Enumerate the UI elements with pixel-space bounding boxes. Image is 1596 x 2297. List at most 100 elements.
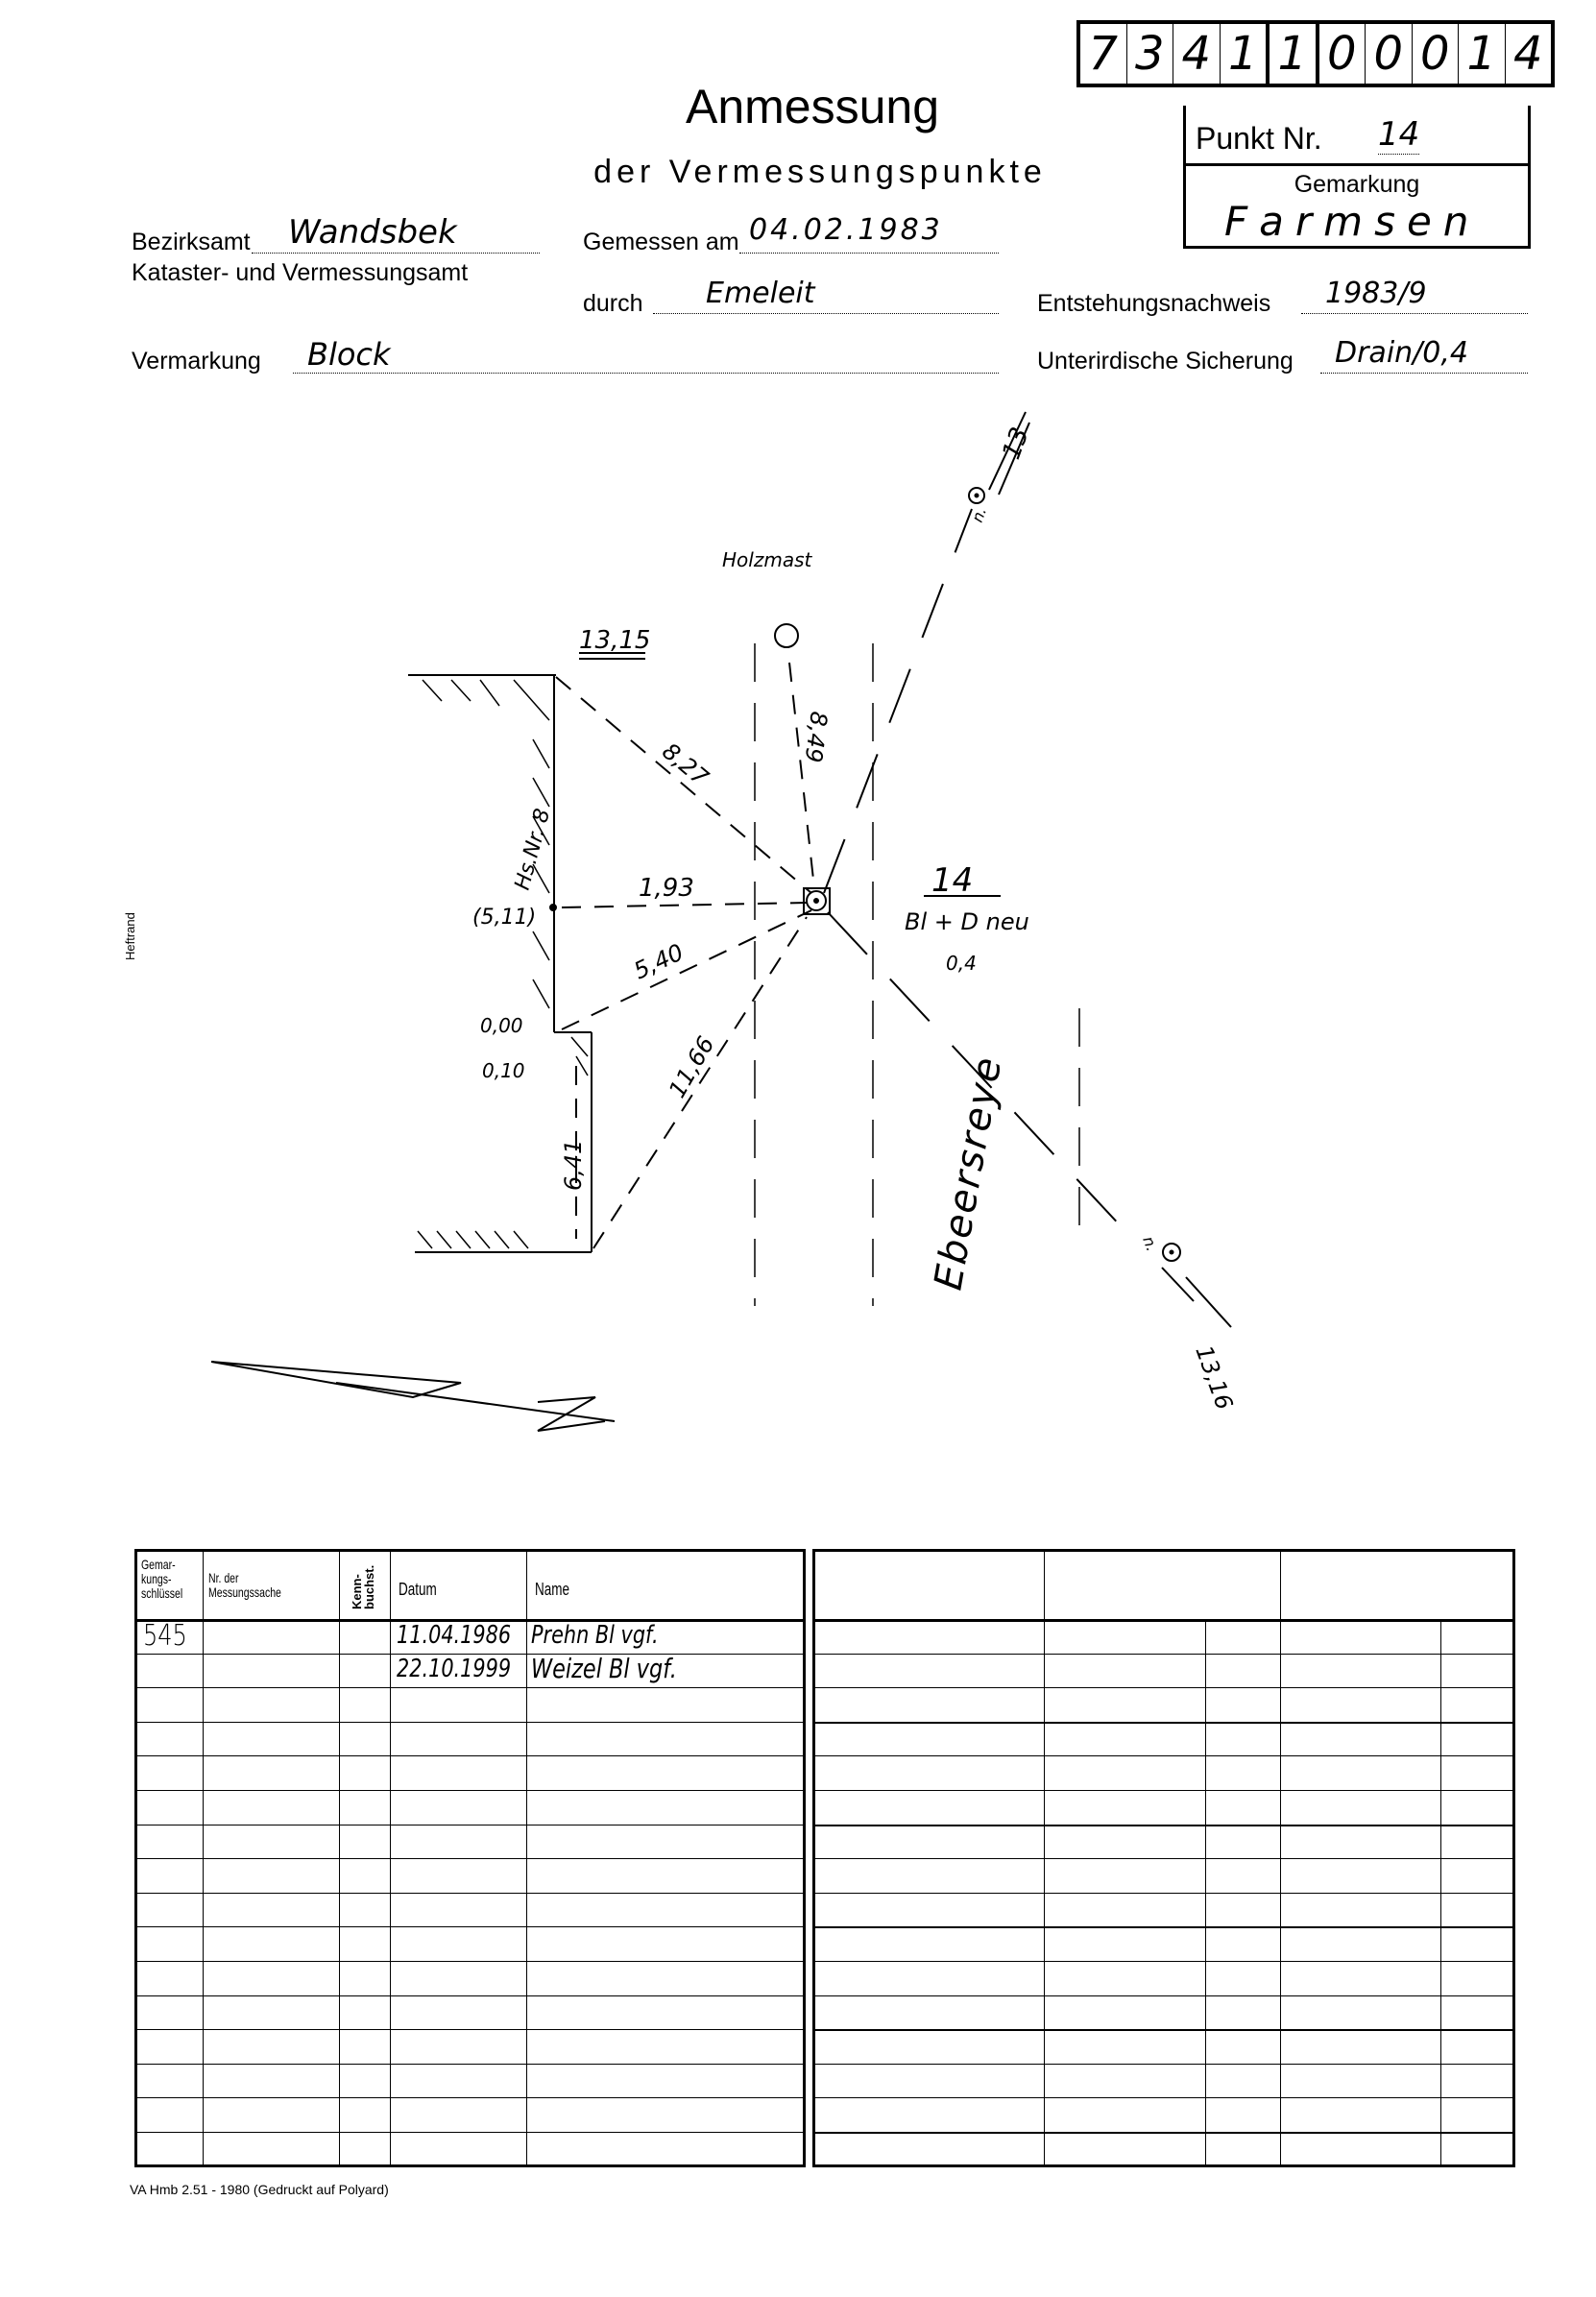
header-nr: Nr. der Messungssache <box>208 1570 281 1600</box>
measure: 8,27 <box>657 737 713 791</box>
point-depth: 0,4 <box>946 952 977 975</box>
row-divider <box>815 1755 1512 1757</box>
row-divider <box>815 2029 1512 2032</box>
row-divider <box>137 1926 803 1928</box>
measure: 1,93 <box>639 874 694 903</box>
row-divider <box>137 2029 803 2031</box>
street-lines <box>754 643 1080 1306</box>
row-divider <box>137 2097 803 2099</box>
north-arrow-icon <box>210 1361 616 1432</box>
header-name: Name <box>535 1580 570 1599</box>
punkt-label: Punkt Nr. <box>1196 121 1322 156</box>
cell-datum: 11.04.1986 <box>397 1621 512 1650</box>
digit: 3 <box>1125 24 1173 84</box>
point-13-marker-icon <box>968 487 985 504</box>
cell-name: Weizel Bl vgf. <box>531 1653 677 1684</box>
house-number-label: Hs.Nr. 8 <box>511 807 556 893</box>
measure: (5,11) <box>472 906 536 930</box>
street-name: Ebeersreye <box>927 1052 1011 1294</box>
row-divider <box>137 1653 803 1655</box>
digit: 0 <box>1315 24 1366 84</box>
cell-schluessel: 545 <box>143 1619 187 1653</box>
note: n. <box>1139 1234 1161 1254</box>
point-number: 14 <box>931 861 973 900</box>
entstehung-label: Entstehungsnachweis <box>1037 290 1271 317</box>
punkt-value: 14 <box>1378 115 1420 155</box>
vermarkung-label: Vermarkung <box>132 348 261 375</box>
digit: 1 <box>1219 24 1267 84</box>
row-divider <box>815 2097 1512 2099</box>
point-13-label: 13 <box>997 423 1035 463</box>
measure: 0,00 <box>480 1014 523 1037</box>
point-1316-label: 13,16 <box>1190 1342 1238 1413</box>
measure: 6,41 <box>560 1140 587 1191</box>
kataster-label: Kataster- und Vermessungsamt <box>132 259 469 286</box>
measure: 5,40 <box>630 938 688 984</box>
row-divider <box>815 1926 1512 1929</box>
form-footer: VA Hmb 2.51 - 1980 (Gedruckt auf Polyard… <box>130 2182 389 2197</box>
row-divider <box>137 1687 803 1689</box>
page-title: Anmessung <box>685 80 940 133</box>
point-1316-marker-icon <box>1162 1243 1181 1262</box>
digit: 0 <box>1411 24 1459 84</box>
building-wall <box>408 674 592 1253</box>
row-divider <box>137 1721 803 1723</box>
row-divider <box>137 1995 803 1996</box>
header-kenn: Kenn-buchst. <box>350 1564 376 1609</box>
measurement-lines <box>555 662 815 1249</box>
holzmast-label: Holzmast <box>722 548 812 571</box>
sicherung-label: Unterirdische Sicherung <box>1037 348 1294 375</box>
row-divider <box>815 1790 1512 1791</box>
row-divider <box>137 1755 803 1757</box>
point-14-marker-icon <box>803 887 831 915</box>
row-divider <box>815 2132 1512 2134</box>
row-divider <box>137 1961 803 1962</box>
digit: 1 <box>1266 24 1316 84</box>
alignment-lines <box>823 508 1124 1230</box>
cell-name: Prehn Bl vgf. <box>531 1621 659 1650</box>
row-divider <box>815 1687 1512 1689</box>
gemarkung-label: Gemarkung <box>1294 171 1420 198</box>
row-divider <box>137 1824 803 1826</box>
gemessen-value: 04.02.1983 <box>749 213 943 247</box>
row-divider <box>137 1858 803 1860</box>
row-divider <box>815 2063 1512 2065</box>
bezirksamt-label: Bezirksamt <box>132 229 251 255</box>
survey-sketch: Holzmast 13,15 13 n. 13,16 n. Hs.Nr. 8 (… <box>210 411 1238 1432</box>
sicherung-value: Drain/0,4 <box>1335 336 1468 370</box>
holzmast-icon <box>774 623 799 648</box>
punkt-box: Punkt Nr. 14 Gemarkung Farmsen <box>1183 106 1531 249</box>
durch-value: Emeleit <box>706 277 815 310</box>
digit: 4 <box>1173 24 1220 84</box>
header-schluessel: Gemar-kungs-schlüssel <box>141 1557 183 1601</box>
row-divider <box>815 1961 1512 1962</box>
row-divider <box>137 1892 803 1894</box>
measure: 11,66 <box>664 1031 720 1102</box>
additional-table <box>812 1549 1515 2167</box>
page-subtitle: der Vermessungspunkte <box>593 154 1047 190</box>
bezirksamt-value: Wandsbek <box>288 213 457 252</box>
row-divider <box>815 1995 1512 1996</box>
note: n. <box>968 505 990 525</box>
entstehung-value: 1983/9 <box>1325 277 1427 310</box>
row-divider <box>815 1824 1512 1826</box>
row-divider <box>137 1790 803 1791</box>
document-number-box: 7 3 4 1 1 0 0 0 1 4 <box>1076 20 1555 87</box>
measurement-history-table: Gemar-kungs-schlüssel Nr. der Messungssa… <box>134 1549 806 2167</box>
header-datum: Datum <box>399 1580 437 1599</box>
digit: 1 <box>1458 24 1505 84</box>
measure: 8,49 <box>800 710 833 763</box>
row-divider <box>815 1721 1512 1724</box>
row-divider <box>137 2063 803 2065</box>
digit: 0 <box>1365 24 1412 84</box>
point-note: Bl + D neu <box>905 908 1029 935</box>
gemessen-label: Gemessen am <box>583 229 739 255</box>
row-divider <box>815 1653 1512 1655</box>
vermarkung-value: Block <box>307 336 391 373</box>
corner-value: 13,15 <box>579 626 650 655</box>
measure: 0,10 <box>482 1059 525 1082</box>
durch-label: durch <box>583 290 643 317</box>
row-divider <box>815 1858 1512 1860</box>
gemarkung-value: Farmsen <box>1224 198 1481 245</box>
row-divider <box>815 1892 1512 1894</box>
